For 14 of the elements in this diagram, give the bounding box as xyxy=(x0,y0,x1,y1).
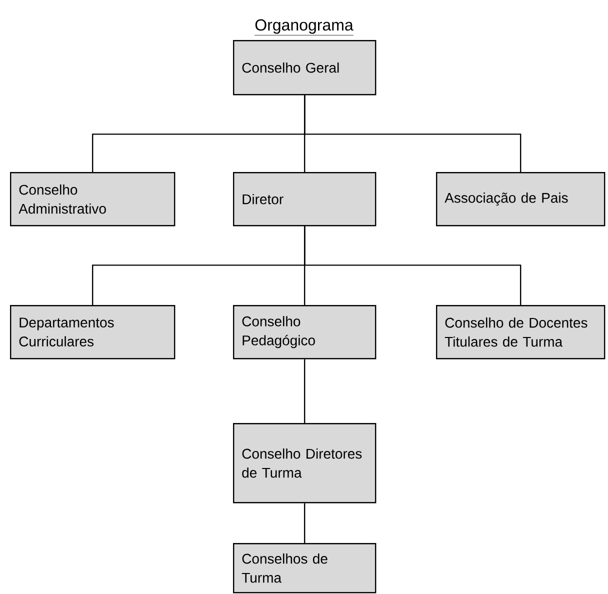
connector-line xyxy=(304,95,522,172)
org-box: Conselho Pedagógico xyxy=(233,305,376,360)
org-box: Diretor xyxy=(233,172,376,226)
org-box: Conselho Diretores de Turma xyxy=(233,423,376,504)
connector-line xyxy=(304,503,306,543)
org-box: Conselho Geral xyxy=(233,40,376,96)
org-box: Conselho Administrativo xyxy=(10,172,176,226)
title: Organograma xyxy=(254,19,354,36)
connector-line xyxy=(304,226,522,305)
org-box: Conselho de Docentes Titulares de Turma xyxy=(436,305,606,360)
org-box: Departamentos Curriculares xyxy=(10,305,176,360)
org-box: Associação de Pais xyxy=(436,172,606,226)
connector-line xyxy=(304,359,306,423)
org-box: Conselhos de Turma xyxy=(233,543,376,594)
